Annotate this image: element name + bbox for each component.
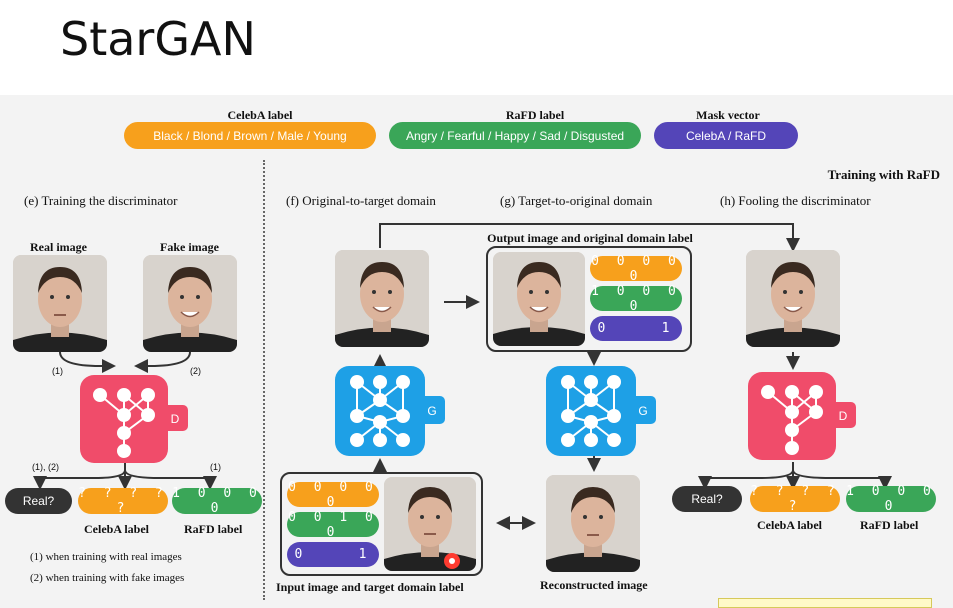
rafd-label-left: RaFD label bbox=[184, 522, 243, 536]
note-fake: (2) when training with fake images bbox=[30, 572, 185, 584]
slide-title: StarGAN bbox=[60, 12, 256, 66]
celeba-output-pill-right: ? ? ? ? ? bbox=[750, 484, 840, 514]
panel-e-title: (e) Training the discriminator bbox=[24, 193, 178, 208]
discriminator-letter-left: D bbox=[171, 412, 180, 426]
rafd-label-right: RaFD label bbox=[860, 518, 919, 532]
svg-text:G: G bbox=[638, 404, 647, 418]
note-real: (1) when training with real images bbox=[30, 551, 182, 563]
real-image-label: Real image bbox=[30, 240, 87, 254]
panel-f-title: (f) Original-to-target domain bbox=[286, 193, 436, 208]
reconstructed-caption: Reconstructed image bbox=[540, 578, 648, 592]
panel-divider bbox=[263, 160, 265, 600]
arrow-label-2: (2) bbox=[190, 366, 201, 376]
real-face-image bbox=[13, 255, 107, 352]
corner-note bbox=[718, 598, 932, 608]
celeba-legend-pill: Black / Blond / Brown / Male / Young bbox=[124, 122, 376, 149]
panel-g-title: (g) Target-to-original domain bbox=[500, 193, 653, 208]
celeba-label-right: CelebA label bbox=[757, 518, 822, 532]
rafd-legend-pill: Angry / Fearful / Happy / Sad / Disguste… bbox=[389, 122, 641, 149]
rafd-legend-heading: RaFD label bbox=[505, 108, 565, 122]
discriminator-network-left: D bbox=[80, 375, 188, 463]
output-mask-pill: 0 1 bbox=[590, 316, 682, 341]
input-mask-pill: 0 1 bbox=[287, 542, 379, 567]
input-celeba-pill: 0 0 0 0 0 bbox=[287, 479, 379, 510]
real-output-pill-right: Real? bbox=[672, 486, 742, 512]
output-rafd-pill: 1 0 0 0 0 bbox=[590, 283, 682, 314]
arrow-label-1b: (1) bbox=[210, 462, 221, 472]
output-group-box bbox=[486, 246, 692, 352]
training-with-label: Training with RaFD bbox=[827, 167, 940, 182]
output-caption: Output image and original domain label bbox=[487, 231, 693, 245]
panel-h-title: (h) Fooling the discriminator bbox=[720, 193, 871, 208]
rafd-output-pill-left: 1 0 0 0 0 bbox=[172, 486, 262, 516]
output-face-image bbox=[493, 252, 585, 346]
generator-network-g: G bbox=[546, 366, 656, 456]
reconstructed-face-image bbox=[546, 475, 640, 572]
svg-text:G: G bbox=[427, 404, 436, 418]
fake-image-label: Fake image bbox=[160, 240, 219, 254]
mask-legend-heading: Mask vector bbox=[696, 108, 760, 122]
input-group-box bbox=[280, 472, 483, 576]
arrow-label-1: (1) bbox=[52, 366, 63, 376]
output-celeba-pill: 0 0 0 0 0 bbox=[590, 253, 682, 284]
celeba-output-pill-left: ? ? ? ? ? bbox=[78, 486, 168, 516]
discriminator-network-right: D bbox=[748, 372, 856, 460]
celeba-legend-heading: CelebA label bbox=[227, 108, 293, 122]
input-rafd-pill: 0 0 1 0 0 bbox=[287, 509, 379, 540]
generator-network-f: G bbox=[335, 366, 445, 456]
input-face-image bbox=[384, 477, 476, 571]
arrow-label-12: (1), (2) bbox=[32, 462, 59, 472]
celeba-label-left: CelebA label bbox=[84, 522, 149, 536]
generated-face-image bbox=[335, 250, 429, 347]
fake-face-image bbox=[143, 255, 237, 352]
input-caption: Input image and target domain label bbox=[276, 580, 464, 594]
fake-face-image-right bbox=[746, 250, 840, 347]
rafd-output-pill-right: 1 0 0 0 0 bbox=[846, 484, 936, 514]
svg-text:D: D bbox=[839, 409, 848, 423]
real-output-pill-left: Real? bbox=[5, 488, 72, 514]
mask-legend-pill: CelebA / RaFD bbox=[654, 122, 798, 149]
